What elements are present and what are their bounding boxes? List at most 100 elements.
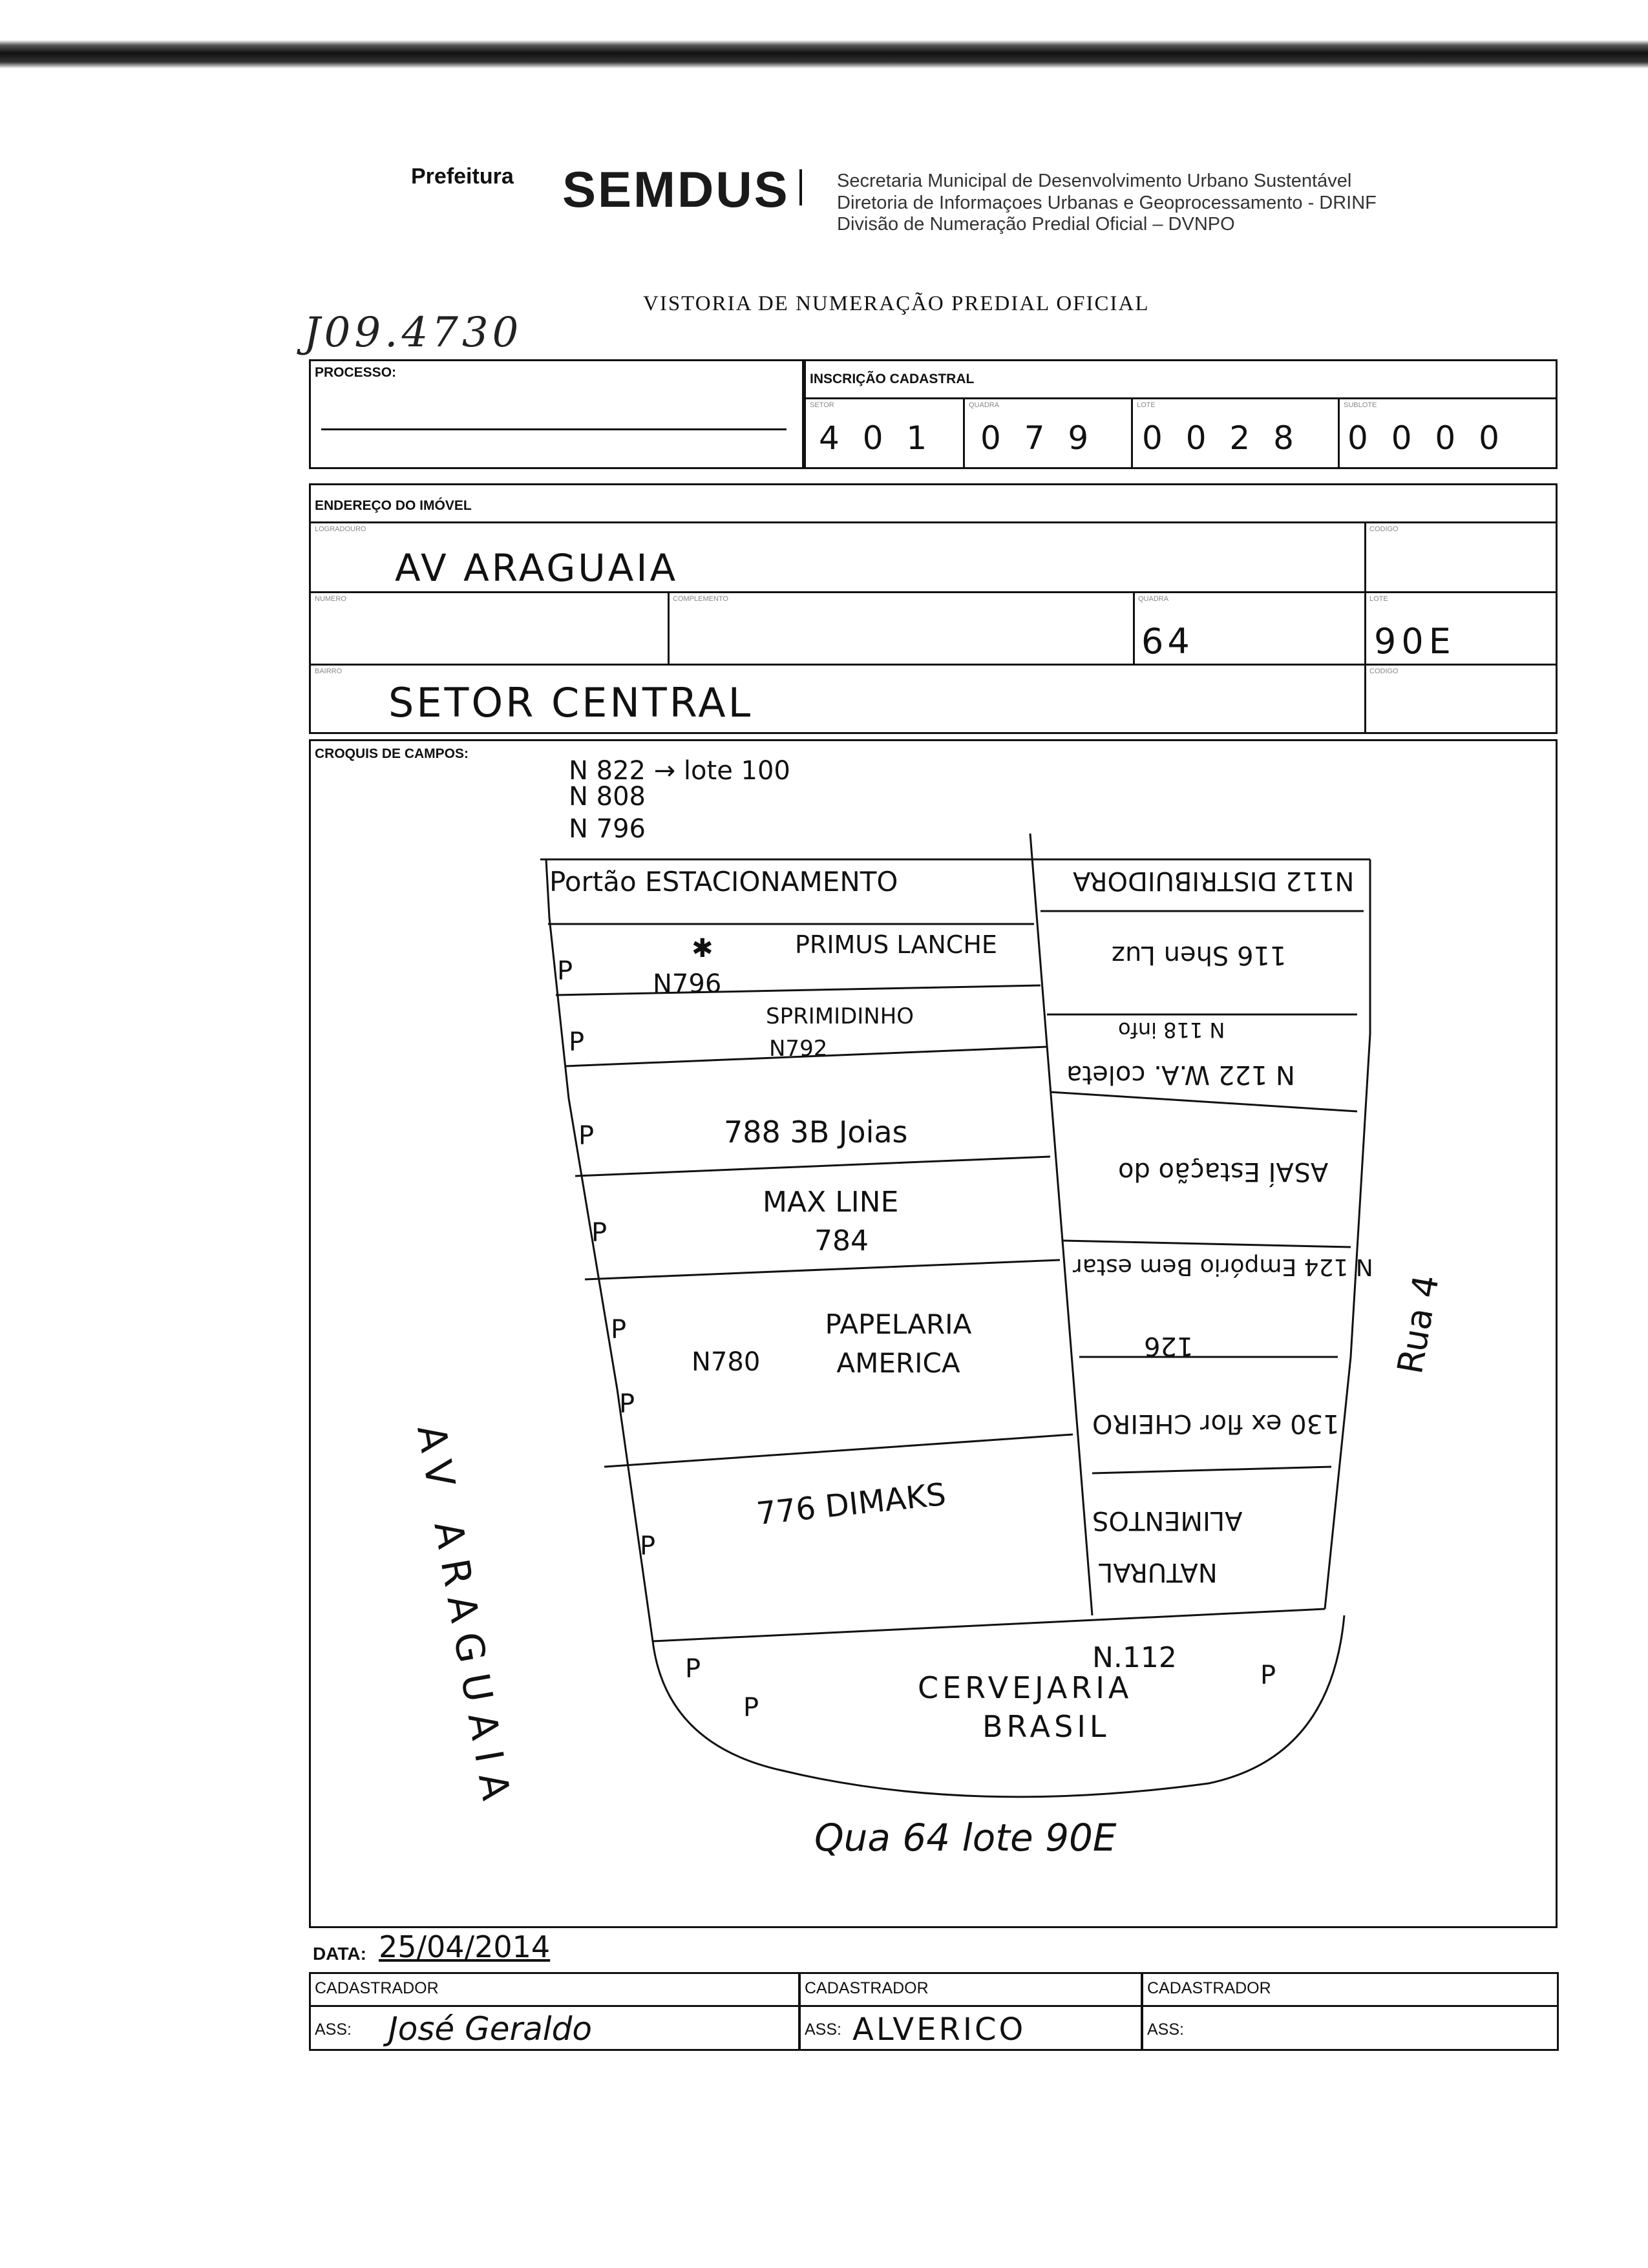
lot-number: N792: [769, 1036, 828, 1062]
lot-name: 788 3B Joias: [724, 1115, 908, 1150]
ass-label: ASS:: [1147, 2021, 1184, 2039]
processo-box: PROCESSO:: [309, 359, 804, 469]
croquis-label: CROQUIS DE CAMPOS:: [315, 746, 469, 761]
croquis-note-2: N 808: [569, 782, 646, 812]
inscricao-sep-3: [1338, 397, 1340, 468]
lot-number: N796: [653, 969, 722, 999]
setor-label: SETOR: [810, 401, 834, 409]
croquis-caption: Qua 64 lote 90E: [814, 1816, 1117, 1860]
p-mark: P: [611, 1315, 627, 1345]
endereco-divider-1: [311, 521, 1556, 523]
bottom-lot-name-1: CERVEJARIA: [918, 1670, 1133, 1705]
lote-label: LOTE: [1137, 401, 1156, 409]
sublote-label: SUBLOTE: [1344, 401, 1377, 409]
process-number: J09.4730: [304, 309, 523, 357]
inscricao-sep-1: [963, 397, 965, 468]
star-mark: ✱: [692, 934, 713, 963]
codigo2-label: CODIGO: [1369, 667, 1399, 675]
right-lot: NATURAL: [1099, 1557, 1218, 1587]
processo-label: PROCESSO:: [315, 365, 397, 380]
header-line-2: Diretoria de Informaçoes Urbanas e Geopr…: [837, 193, 1377, 213]
endereco-divider-3: [311, 664, 1556, 666]
p-mark: P: [557, 956, 573, 986]
bottom-lot-number: N.112: [1092, 1641, 1177, 1674]
p-mark: P: [640, 1531, 656, 1561]
lot-name: PAPELARIA AMERICA: [825, 1308, 972, 1379]
prefeitura-label: Prefeitura: [411, 164, 514, 189]
cadastrador-box-3: CADASTRADOR ASS:: [1141, 1972, 1559, 2051]
p-mark: P: [569, 1027, 585, 1057]
portao-label: Portão ESTACIONAMENTO: [549, 866, 898, 898]
numero-label: NUMERO: [315, 595, 346, 603]
right-lot: ALIMENTOS: [1092, 1506, 1243, 1535]
setor-value: 4 0 1: [819, 419, 934, 457]
logradouro-label: LOGRADOURO: [315, 525, 366, 533]
header-line-1: Secretaria Municipal de Desenvolvimento …: [837, 171, 1352, 191]
p-mark: P: [578, 1121, 595, 1151]
sublote-value: 0 0 0 0: [1347, 419, 1506, 457]
right-lot: 126: [1144, 1331, 1194, 1361]
lot-name: SPRIMIDINHO: [766, 1003, 914, 1029]
p-mark: P: [1260, 1661, 1276, 1690]
codigo-column-line: [1364, 521, 1366, 732]
ass-label: ASS:: [315, 2021, 352, 2039]
lote-value: 0 0 2 8: [1142, 419, 1300, 457]
endereco-box: ENDEREÇO DO IMÓVEL LOGRADOURO CODIGO AV …: [309, 483, 1558, 734]
lote-end-label: LOTE: [1369, 595, 1388, 603]
right-lot: ASAÍ Estação do: [1118, 1157, 1329, 1186]
right-lot: 130 ex flor CHEIRO: [1092, 1409, 1340, 1438]
endereco-label: ENDEREÇO DO IMÓVEL: [315, 498, 472, 513]
right-lot: 116 Shen Luz: [1112, 940, 1287, 970]
lot-number: 784: [814, 1224, 869, 1257]
right-lot: N 124 Empório Bem estar: [1073, 1254, 1373, 1280]
inscricao-divider: [806, 397, 1556, 399]
complemento-sep: [1133, 591, 1135, 664]
form-title: VISTORIA DE NUMERAÇÃO PREDIAL OFICIAL: [643, 292, 1150, 315]
cadastrador-divider: [801, 2005, 1141, 2007]
croquis-box: CROQUIS DE CAMPOS:: [309, 739, 1558, 1928]
cadastrador-box-2: CADASTRADOR ASS: ALVERICO: [799, 1972, 1143, 2051]
right-lot: N 118 info: [1118, 1018, 1225, 1042]
p-mark: P: [685, 1654, 701, 1684]
numero-sep: [668, 591, 670, 664]
lot-name: PRIMUS LANCHE: [795, 930, 997, 959]
data-value: 25/04/2014: [379, 1929, 551, 1964]
signature-2: ALVERICO: [852, 2011, 1026, 2048]
lote-end-value: 90E: [1374, 621, 1456, 662]
semdus-logo: SEMDUS: [562, 161, 790, 218]
cadastrador-label: CADASTRADOR: [315, 1979, 439, 1997]
quadra-value: 0 7 9: [980, 419, 1095, 457]
p-mark: P: [743, 1693, 759, 1723]
cadastrador-label: CADASTRADOR: [1147, 1979, 1271, 1997]
quadra-end-value: 64: [1141, 621, 1194, 662]
bairro-value: SETOR CENTRAL: [388, 679, 754, 726]
lot-number: N780: [692, 1347, 761, 1377]
quadra-label: QUADRA: [969, 401, 1000, 409]
cadastrador-divider: [1143, 2005, 1557, 2007]
quadra-end-label: QUADRA: [1138, 595, 1169, 603]
inscricao-sep-2: [1131, 397, 1133, 468]
bottom-lot-name-2: BRASIL: [982, 1709, 1110, 1744]
croquis-note-3: N 796: [569, 814, 646, 844]
endereco-divider-2: [311, 591, 1556, 593]
p-mark: P: [619, 1389, 635, 1419]
croquis-note-1: N 822 → lote 100: [569, 756, 790, 786]
cadastrador-box-1: CADASTRADOR ASS: José Geraldo: [309, 1972, 800, 2051]
lot-name: MAX LINE: [763, 1186, 899, 1219]
ass-label: ASS:: [805, 2021, 841, 2039]
processo-line: [321, 428, 787, 430]
logradouro-value: AV ARAGUAIA: [395, 546, 679, 590]
inscricao-label: INSCRIÇÃO CADASTRAL: [810, 372, 975, 386]
header-line-3: Divisão de Numeração Predial Oficial – D…: [837, 214, 1235, 235]
complemento-label: COMPLEMENTO: [673, 595, 728, 603]
p-mark: P: [591, 1218, 607, 1248]
right-lot: N 122 W.A. coleta: [1066, 1060, 1295, 1089]
data-label: DATA:: [313, 1944, 366, 1964]
cadastrador-label: CADASTRADOR: [805, 1979, 929, 1997]
cadastrador-divider: [311, 2005, 798, 2007]
right-lot: N112 DISTRIBUIDORA: [1073, 866, 1355, 896]
scan-border-top: [0, 40, 1648, 68]
logo-divider: [799, 169, 802, 205]
signature-1: José Geraldo: [388, 2010, 592, 2048]
